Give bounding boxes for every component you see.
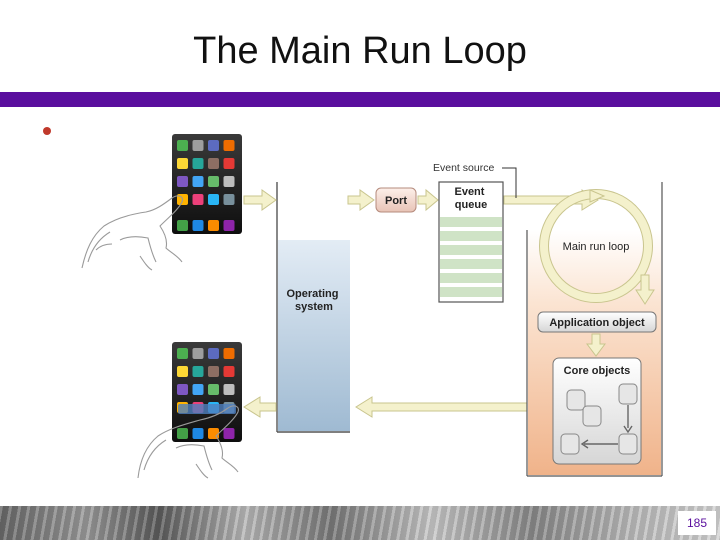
app-icon bbox=[208, 194, 219, 205]
app-icon bbox=[177, 348, 188, 359]
core-objects-label: Core objects bbox=[564, 365, 631, 377]
iphone-top-icon bbox=[172, 134, 242, 234]
hand-bottom-icon bbox=[137, 405, 239, 479]
arrow-os-to-phone bbox=[243, 396, 277, 418]
core-objects-box: Core objects bbox=[552, 357, 642, 465]
dock-icon bbox=[208, 220, 219, 231]
app-icon bbox=[177, 140, 188, 151]
operating-system-panel: Operating system bbox=[276, 182, 350, 433]
title-bar bbox=[0, 92, 720, 107]
port-box: Port bbox=[375, 187, 417, 213]
app-icon bbox=[223, 140, 235, 151]
event-source-label: Event source bbox=[433, 162, 494, 174]
app-icon bbox=[208, 176, 219, 187]
queue-slot bbox=[440, 245, 502, 255]
footer-image-strip bbox=[0, 506, 720, 540]
arrow-phone-to-os bbox=[243, 189, 277, 211]
main-run-loop-label: Main run loop bbox=[563, 241, 630, 253]
dock-icon bbox=[192, 220, 204, 231]
app-icon bbox=[223, 384, 235, 395]
arrow-run-loop-to-app-object bbox=[635, 274, 655, 305]
operating-system-label: Operating system bbox=[286, 288, 341, 313]
iphone-bottom-icon bbox=[172, 342, 242, 442]
event-queue: Event queue bbox=[438, 181, 504, 303]
hand-top-icon bbox=[81, 195, 183, 271]
arrow-port-to-queue bbox=[417, 188, 439, 212]
page-number-box: 185 bbox=[678, 511, 716, 535]
app-icon bbox=[177, 158, 188, 169]
event-source-pointer bbox=[502, 167, 517, 198]
event-queue-label: Event queue bbox=[454, 186, 487, 211]
application-object-label: Application object bbox=[549, 317, 645, 329]
app-icon bbox=[192, 194, 204, 205]
app-icon bbox=[223, 194, 235, 205]
app-icon bbox=[223, 176, 235, 187]
app-icon bbox=[192, 140, 204, 151]
queue-slot bbox=[440, 287, 502, 297]
arrow-core-to-os bbox=[355, 396, 528, 418]
app-icon bbox=[177, 176, 188, 187]
app-icon bbox=[192, 348, 204, 359]
port-label: Port bbox=[385, 195, 407, 207]
app-icon bbox=[208, 366, 219, 377]
arrow-app-object-to-core bbox=[586, 333, 606, 357]
dock-icon bbox=[177, 220, 188, 231]
app-icon bbox=[177, 366, 188, 377]
app-icon bbox=[223, 366, 235, 377]
bullet-point bbox=[43, 127, 51, 135]
application-object-box: Application object bbox=[537, 311, 657, 333]
app-icon bbox=[192, 176, 204, 187]
queue-slot bbox=[440, 231, 502, 241]
app-icon bbox=[223, 158, 235, 169]
app-icon bbox=[192, 366, 204, 377]
queue-slot bbox=[440, 259, 502, 269]
slide-title: The Main Run Loop bbox=[193, 30, 527, 72]
dock-icon bbox=[223, 220, 235, 231]
app-icon bbox=[208, 348, 219, 359]
queue-slot bbox=[440, 273, 502, 283]
app-icon bbox=[208, 140, 219, 151]
app-icon bbox=[177, 384, 188, 395]
queue-slot bbox=[440, 217, 502, 227]
main-run-loop: Main run loop bbox=[539, 189, 653, 303]
arrow-os-to-port bbox=[347, 189, 375, 211]
page-number: 185 bbox=[686, 516, 708, 530]
app-icon bbox=[208, 384, 219, 395]
app-icon bbox=[208, 158, 219, 169]
dock-icon bbox=[192, 428, 204, 439]
dock-icon bbox=[177, 428, 188, 439]
app-icon bbox=[223, 348, 235, 359]
dock-icon bbox=[223, 428, 235, 439]
app-icon bbox=[192, 384, 204, 395]
app-icon bbox=[192, 158, 204, 169]
